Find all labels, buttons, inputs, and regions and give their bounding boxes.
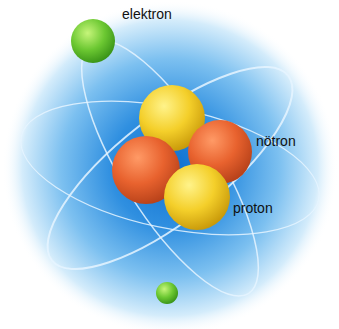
orbits: [9, 17, 331, 319]
nucleus: [112, 85, 252, 230]
part-label: nötron: [256, 133, 296, 149]
part-label: elektron: [122, 6, 172, 22]
part-label: proton: [233, 200, 273, 216]
electron-sphere: [71, 19, 115, 63]
proton-sphere: [164, 164, 230, 230]
electron-sphere: [156, 282, 178, 304]
